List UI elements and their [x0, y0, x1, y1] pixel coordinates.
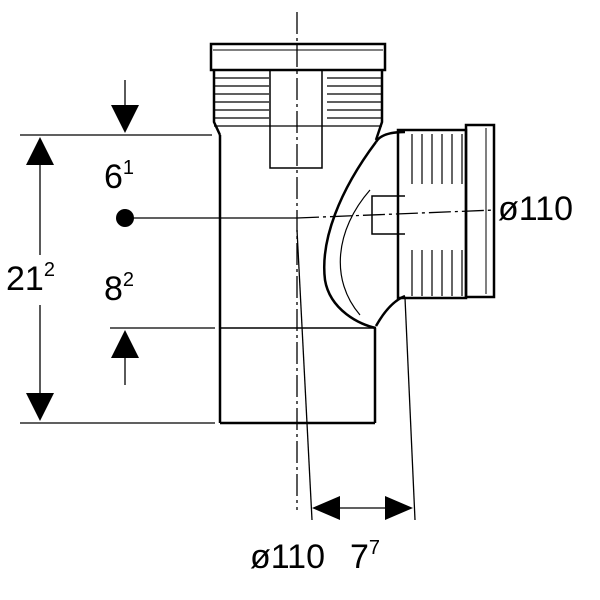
dimension-lines [20, 80, 416, 521]
center-lines [296, 12, 496, 510]
top-socket [209, 42, 387, 169]
center-point-marker [116, 209, 134, 227]
dim-branch-diameter: ø110 [498, 190, 573, 228]
dim-branch-offset: 77 [350, 537, 381, 576]
dim-offset-top: 61 [104, 157, 135, 196]
dim-offset-bottom: 82 [104, 269, 135, 308]
dim-main-diameter: ø110 [250, 538, 325, 576]
branch-socket [323, 123, 496, 330]
dim-height-total: 212 [6, 259, 55, 298]
arrowheads [26, 105, 413, 520]
